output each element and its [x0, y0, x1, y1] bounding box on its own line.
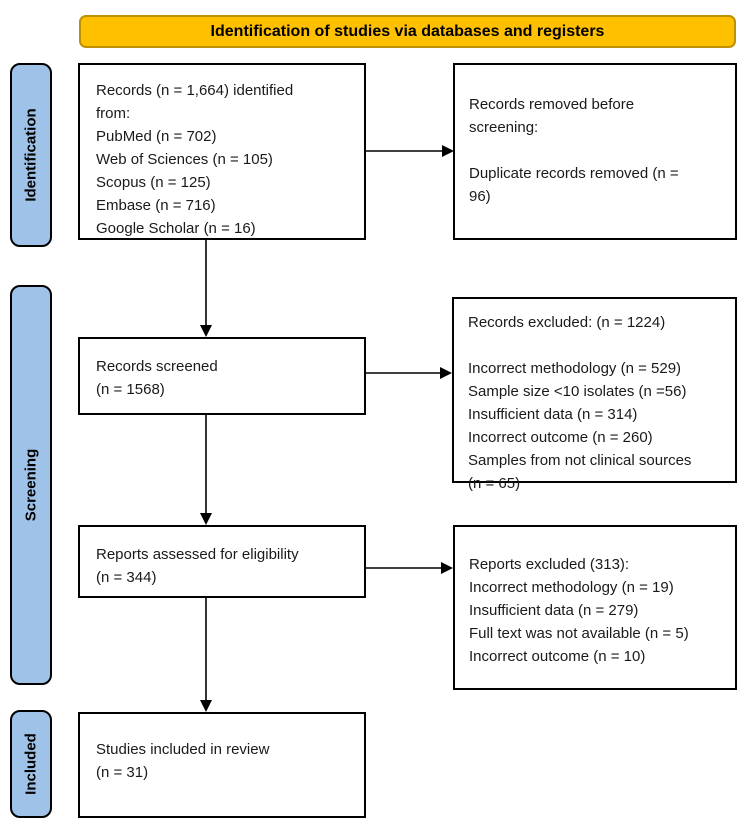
- arrow-screened-to-assessed: [200, 415, 212, 525]
- banner-title: Identification of studies via databases …: [210, 22, 605, 40]
- text-line: Incorrect outcome (n = 10): [469, 648, 646, 665]
- text-line: Embase (n = 716): [96, 197, 216, 214]
- stage-tab-screening: Screening: [10, 285, 52, 685]
- box-records-identified: Records (n = 1,664) identified from: PubMe…: [78, 63, 366, 240]
- text-line: Reports excluded (313):: [469, 556, 630, 573]
- text-line: screening:: [469, 119, 539, 136]
- text-line: 96): [469, 188, 491, 205]
- box-reports-excluded: Reports excluded (313): Incorrect methodo…: [453, 525, 737, 690]
- text-line: Incorrect methodology (n = 529): [468, 360, 682, 377]
- text-line: (n = 65): [468, 475, 521, 492]
- arrow-assessed-to-included: [200, 598, 212, 712]
- stage-tab-identification: Identification: [10, 63, 52, 247]
- text-line: Scopus (n = 125): [96, 174, 211, 191]
- box-reports-assessed: Reports assessed for eligibility (n = 344…: [78, 525, 366, 598]
- text-line: Reports assessed for eligibility: [96, 546, 299, 563]
- stage-label-included: Included: [22, 733, 40, 795]
- text-line: Records removed before: [469, 96, 635, 113]
- text-line: Incorrect outcome (n = 260): [468, 429, 653, 446]
- text-line: (n = 344): [96, 569, 157, 586]
- text-line: Studies included in review: [96, 741, 270, 758]
- text-line: (n = 31): [96, 764, 149, 781]
- text-line: Duplicate records removed (n =: [469, 165, 679, 182]
- text-line: Samples from not clinical sources: [468, 452, 692, 469]
- stage-tab-included: Included: [10, 710, 52, 818]
- text-line: Incorrect methodology (n = 19): [469, 579, 674, 596]
- text-line: (n = 1568): [96, 381, 165, 398]
- text-line: [468, 334, 727, 357]
- stage-label-screening: Screening: [22, 448, 40, 522]
- arrow-identified-to-screened: [200, 240, 212, 337]
- text-line: from:: [96, 105, 131, 122]
- text-line: Records (n = 1,664) identified: [96, 82, 294, 99]
- arrow-identified-to-removed: [366, 145, 454, 157]
- box-records-removed: Records removed before screening: Duplicat…: [453, 63, 737, 240]
- text-line: PubMed (n = 702): [96, 128, 217, 145]
- text-line: Records screened: [96, 358, 218, 375]
- box-records-excluded: Records excluded: (n = 1224) Incorrect me…: [452, 297, 737, 492]
- text-line: Full text was not available (n = 5): [469, 625, 689, 642]
- banner: Identification of studies via databases …: [79, 15, 736, 48]
- box-records-screened: Records screened (n = 1568): [78, 337, 366, 415]
- text-line: Sample size <10 isolates (n =56): [468, 383, 687, 400]
- text-line: Records excluded: (n = 1224): [468, 314, 666, 331]
- stage-label-identification: Identification: [22, 108, 40, 202]
- text-line: Web of Sciences (n = 105): [96, 151, 273, 168]
- arrow-screened-to-excluded: [366, 367, 452, 379]
- text-line: Insufficient data (n = 279): [469, 602, 639, 619]
- text-line: [469, 139, 725, 162]
- text-line: Insufficient data (n = 314): [468, 406, 638, 423]
- box-studies-included: Studies included in review (n = 31): [78, 712, 366, 818]
- arrow-assessed-to-excluded: [366, 562, 453, 574]
- text-line: Google Scholar (n = 16): [96, 220, 256, 237]
